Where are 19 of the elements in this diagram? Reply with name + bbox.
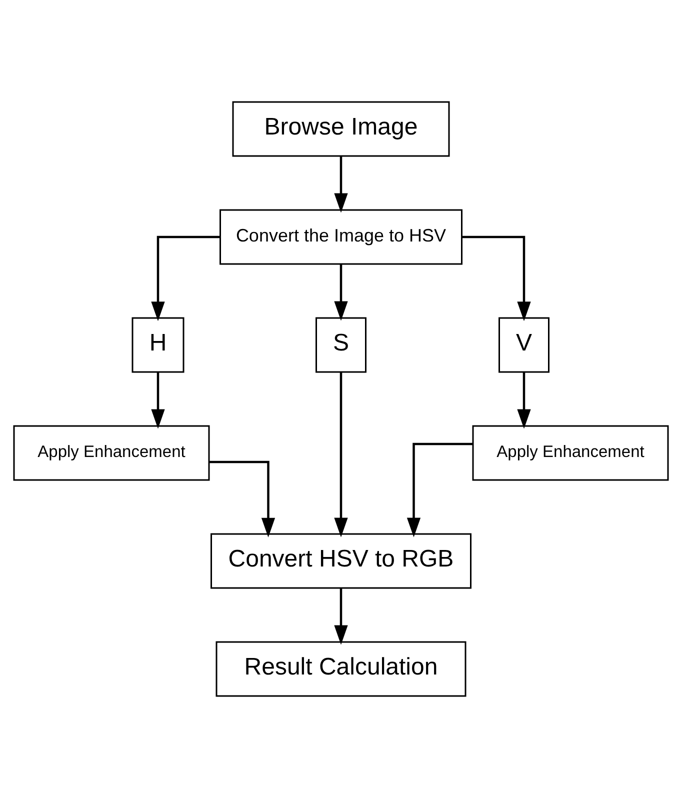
arrow	[334, 264, 348, 321]
arrow	[406, 442, 473, 538]
node-box: Apply Enhancement	[13, 425, 210, 481]
node-box: Browse Image	[232, 101, 450, 157]
arrow	[334, 372, 348, 538]
node-box: Convert HSV to RGB	[210, 533, 472, 589]
arrow	[209, 460, 276, 538]
node-box: Result Calculation	[216, 641, 466, 697]
arrow	[151, 236, 220, 322]
node-box: S	[316, 317, 366, 373]
arrow	[517, 372, 531, 429]
arrow	[334, 156, 348, 213]
arrow	[462, 236, 531, 322]
node-box: Convert the Image to HSV	[220, 209, 462, 265]
arrow	[334, 588, 348, 645]
node-box: H	[132, 317, 184, 373]
arrow	[151, 372, 165, 429]
node-box: V	[498, 317, 550, 373]
node-box: Apply Enhancement	[472, 425, 669, 481]
